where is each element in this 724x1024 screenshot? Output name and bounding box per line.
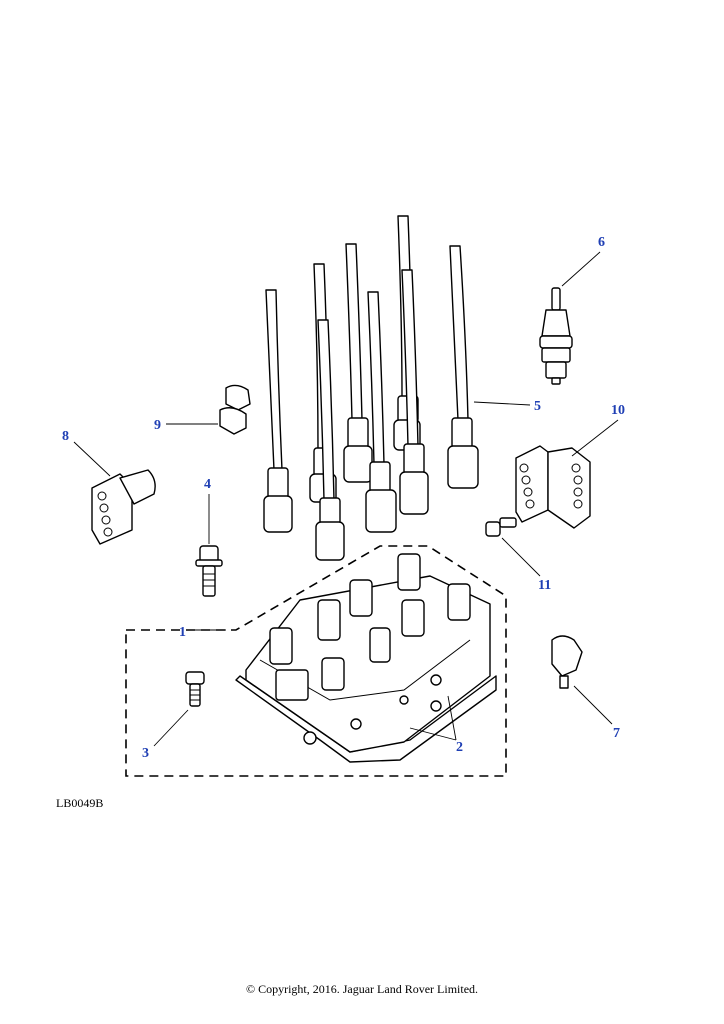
copyright-notice: © Copyright, 2016. Jaguar Land Rover Lim… (245, 982, 479, 996)
lead-clip (551, 635, 583, 689)
diagram-reference-code: LB0049B (56, 796, 104, 810)
callout-1: 1 (179, 625, 186, 640)
callout-6: 6 (598, 235, 605, 250)
coil-screw (185, 671, 205, 707)
lead-clip-small (219, 384, 251, 435)
callout-10: 10 (611, 403, 625, 418)
callout-5: 5 (534, 399, 541, 414)
callout-7: 7 (613, 726, 620, 741)
callout-8: 8 (62, 429, 69, 444)
flange-bolt (195, 545, 223, 597)
callout-3: 3 (142, 746, 149, 761)
kit-outline (125, 545, 507, 777)
lead-separator-right (515, 445, 591, 529)
leader-lines (73, 251, 619, 747)
callouts: 1 2 3 4 5 6 7 8 9 10 11 (62, 235, 625, 761)
ht-leads (263, 215, 479, 561)
callout-2: 2 (456, 740, 463, 755)
callout-4: 4 (204, 477, 211, 492)
coil-pack (235, 553, 497, 763)
callout-9: 9 (154, 418, 161, 433)
separator-screw (485, 517, 517, 537)
lead-separator-left (91, 469, 156, 545)
spark-plug (539, 287, 573, 385)
callout-11: 11 (538, 578, 551, 593)
